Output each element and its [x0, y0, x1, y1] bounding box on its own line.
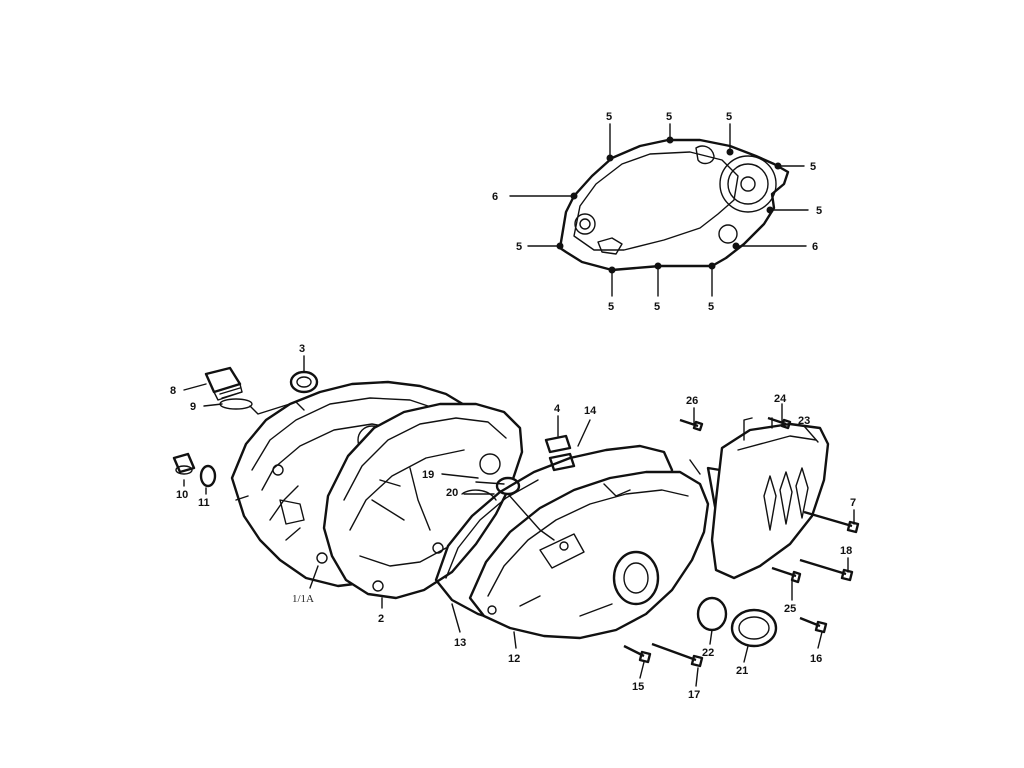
- bolt-dot: [556, 242, 564, 250]
- exploded-labels: 3 8 9 10 11 1/1A 2 4 14 19 20 13 12 26 2…: [170, 343, 856, 701]
- part-label: 23: [798, 415, 810, 427]
- exploded-leader-lines: [183, 355, 855, 687]
- clutch-cap-center: [740, 176, 756, 192]
- bolt-24: [767, 416, 792, 430]
- bolt-dot: [608, 266, 616, 274]
- part-label: 10: [176, 489, 188, 501]
- bolt-dot: [666, 136, 674, 144]
- part-label: 7: [850, 497, 856, 509]
- part-label: 8: [170, 385, 176, 397]
- bolts: [623, 416, 860, 668]
- part-label: 19: [422, 469, 434, 481]
- cap-and-oring: [696, 596, 778, 648]
- bolt-dot: [570, 192, 578, 200]
- part-label: 6: [812, 241, 818, 253]
- part-label: 18: [840, 545, 852, 557]
- part-label: 4: [554, 403, 561, 415]
- part-label: 2: [378, 613, 384, 625]
- dowel-pins: [544, 434, 576, 472]
- oil-filler-cap: [204, 366, 253, 410]
- exploded-assembly-view: 3 8 9 10 11 1/1A 2 4 14 19 20 13 12 26 2…: [170, 343, 860, 701]
- bolt-18: [799, 558, 854, 582]
- part-label: 1/1A: [292, 593, 314, 605]
- part-label: 5: [654, 301, 660, 313]
- part-label: 5: [810, 161, 816, 173]
- part-label: 13: [454, 637, 466, 649]
- oil-seal: [289, 370, 319, 394]
- part-label: 26: [686, 395, 698, 407]
- part-label: 3: [299, 343, 305, 355]
- part-label: 25: [784, 603, 796, 615]
- bolt-dot: [766, 206, 774, 214]
- bolt-dot: [732, 242, 740, 250]
- top-tab-upper: [695, 145, 715, 165]
- side-cover: [710, 417, 830, 580]
- part-label: 5: [666, 111, 672, 123]
- part-label: 12: [508, 653, 520, 665]
- bolt-dot: [726, 148, 734, 156]
- part-label: 21: [736, 665, 748, 677]
- bolt-dot: [708, 262, 716, 270]
- bolt-7: [803, 510, 860, 534]
- part-label: 5: [606, 111, 612, 123]
- bolt-25: [771, 566, 802, 584]
- part-label: 24: [774, 393, 787, 405]
- clutch-cap-outer: [719, 155, 777, 213]
- bolt-26: [679, 418, 704, 432]
- part-label: 15: [632, 681, 644, 693]
- drain-bolt: [172, 452, 217, 488]
- bolt-16: [799, 616, 828, 634]
- part-label: 5: [816, 205, 822, 217]
- bolt-dot: [606, 154, 614, 162]
- bolt-17: [651, 642, 704, 668]
- clutch-cover-inner: [322, 402, 524, 600]
- clutch-cap-ring: [727, 163, 769, 205]
- part-label: 6: [492, 191, 498, 203]
- part-label: 11: [198, 497, 210, 509]
- top-cover-view: 5 5 5 5 6 5 5 6 5 5 5: [492, 111, 822, 313]
- bolt-15: [623, 644, 652, 664]
- top-tab-lower: [597, 237, 623, 255]
- top-boss-left-inner: [579, 218, 591, 230]
- part-label: 22: [702, 647, 714, 659]
- part-label: 5: [608, 301, 614, 313]
- part-label: 20: [446, 487, 458, 499]
- part-label: 5: [708, 301, 714, 313]
- top-boss-left: [574, 213, 596, 235]
- part-label: 17: [688, 689, 700, 701]
- clutch-cover-outer: [468, 459, 710, 640]
- part-label: 14: [584, 405, 597, 417]
- part-label: 5: [516, 241, 522, 253]
- bolt-dot: [774, 162, 782, 170]
- top-boss-right: [718, 224, 738, 244]
- top-cover-inner: [573, 151, 739, 251]
- bolt-dot: [654, 262, 662, 270]
- part-label: 5: [726, 111, 732, 123]
- part-label: 9: [190, 401, 196, 413]
- part-label: 16: [810, 653, 822, 665]
